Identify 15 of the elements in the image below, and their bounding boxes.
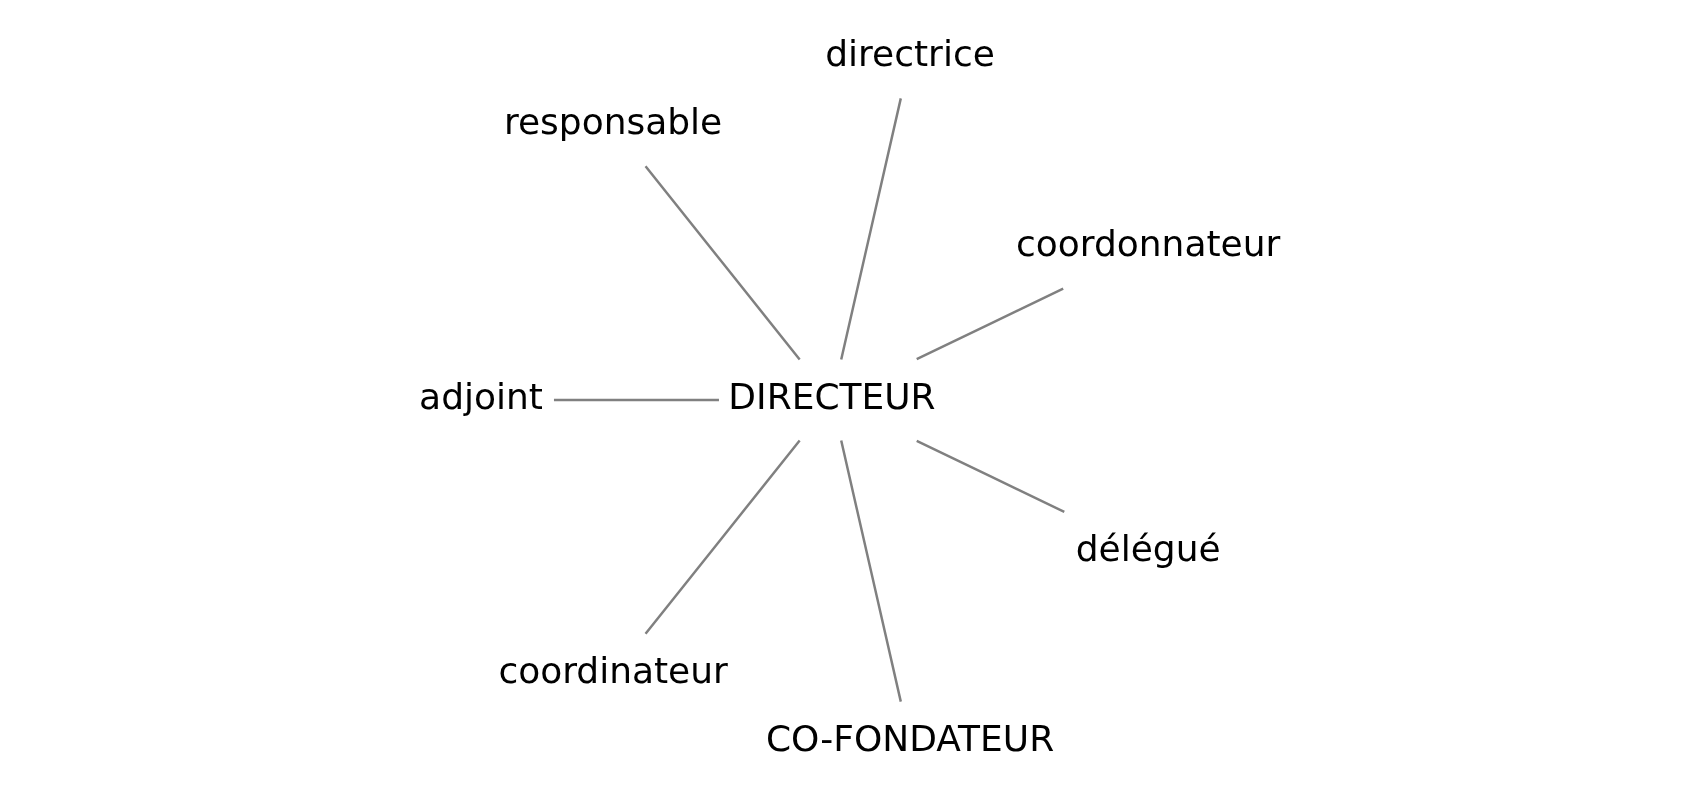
node-text: directrice bbox=[825, 33, 995, 75]
node-text: coordinateur bbox=[498, 649, 728, 691]
connector bbox=[840, 440, 902, 702]
node-text: délégué bbox=[1075, 527, 1221, 569]
connector bbox=[553, 398, 719, 402]
node-text: responsable bbox=[503, 101, 723, 143]
connector bbox=[916, 287, 1064, 361]
node-text: coordonnateur bbox=[1016, 223, 1281, 265]
node-text: DIRECTEUR bbox=[728, 375, 936, 417]
node-text: CO-FONDATEUR bbox=[765, 717, 1055, 759]
connector bbox=[644, 439, 801, 635]
connector bbox=[916, 439, 1065, 513]
connector bbox=[644, 165, 801, 361]
node-text: adjoint bbox=[419, 375, 543, 417]
connector bbox=[840, 98, 902, 360]
